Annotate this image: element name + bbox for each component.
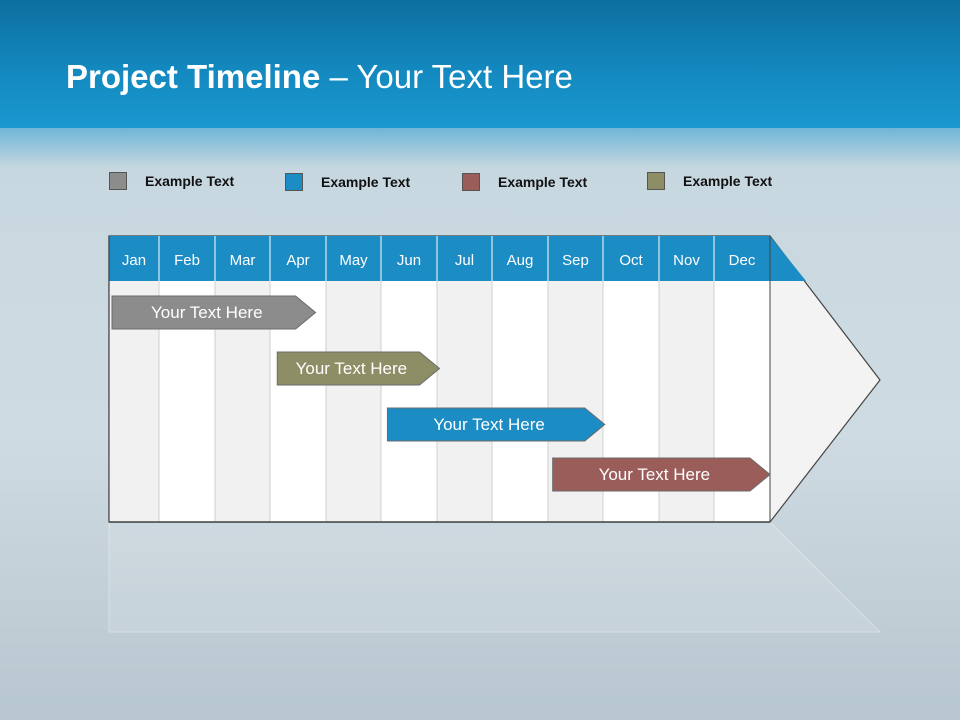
month-column xyxy=(326,281,381,522)
month-label: Oct xyxy=(619,252,643,269)
month-label: Jan xyxy=(122,252,146,269)
legend-item-red: Example Text xyxy=(462,172,587,192)
month-label: Feb xyxy=(174,252,200,269)
month-label: Apr xyxy=(286,252,309,269)
title-band-fade xyxy=(0,128,960,168)
task-bar xyxy=(111,295,317,330)
task-bar-label: Your Text Here xyxy=(151,302,263,322)
month-label: May xyxy=(339,252,368,269)
timeline-reflection xyxy=(108,521,882,633)
month-label: Jun xyxy=(397,252,421,269)
month-label: Nov xyxy=(673,252,700,269)
legend-label: Example Text xyxy=(321,174,411,190)
task-bar-label: Your Text Here xyxy=(295,358,408,378)
task-bar-label: Your Text Here xyxy=(433,414,545,434)
slide-title-bold: Project Timeline xyxy=(66,58,321,95)
month-label: Sep xyxy=(562,252,589,269)
task-bar xyxy=(276,351,441,386)
month-label: Mar xyxy=(230,252,256,269)
legend-swatch xyxy=(647,172,665,190)
slide-title: Project Timeline – Your Text Here xyxy=(66,58,573,96)
legend-swatch xyxy=(462,173,480,191)
task-bar-label: Your Text Here xyxy=(598,464,711,484)
month-label: Aug xyxy=(507,252,534,269)
legend-label: Example Text xyxy=(683,173,773,189)
legend-item-olive: Example Text xyxy=(647,171,772,191)
slide-title-rest: – Your Text Here xyxy=(320,58,573,95)
month-column xyxy=(381,281,437,522)
legend-label: Example Text xyxy=(498,174,588,190)
legend-item-gray: Example Text xyxy=(109,171,234,191)
task-bar xyxy=(386,407,606,442)
legend-swatch xyxy=(285,173,303,191)
legend-swatch xyxy=(109,172,127,190)
month-header-band xyxy=(109,236,806,281)
title-band xyxy=(0,0,960,128)
legend-item-blue: Example Text xyxy=(285,172,410,192)
task-bar xyxy=(552,457,771,492)
month-column xyxy=(437,281,492,522)
legend-label: Example Text xyxy=(145,173,235,189)
month-label: Dec xyxy=(729,252,756,269)
month-label: Jul xyxy=(455,252,474,269)
month-column xyxy=(492,281,548,522)
